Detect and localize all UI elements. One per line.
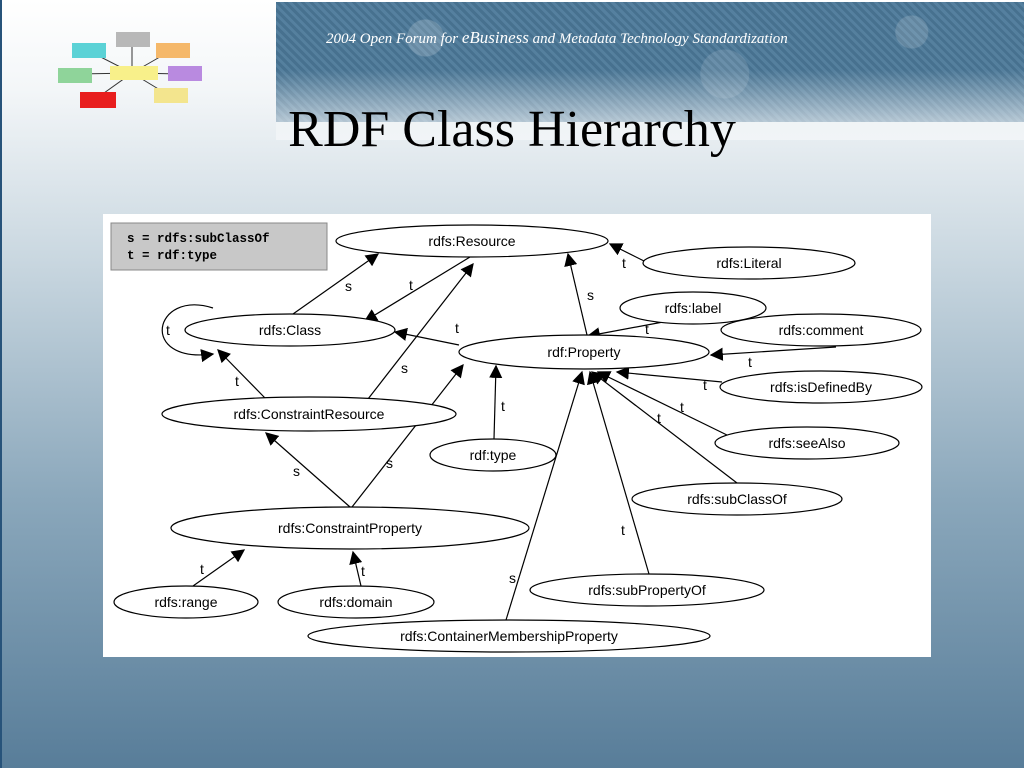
conference-subtitle: 2004 Open Forum for eBusiness and Metada… <box>326 28 966 48</box>
edge-range-to-constraintproperty <box>192 549 246 587</box>
edge-label-property-to-resource: s <box>587 287 594 303</box>
edge-label-comment-to-property: t <box>748 354 752 370</box>
edge-constraintproperty-to-constraintresource <box>265 432 351 508</box>
node-label-containermembershipproperty: rdfs:ContainerMembershipProperty <box>400 628 618 644</box>
edge-comment-to-property <box>709 346 837 361</box>
node-label-comment: rdfs:comment <box>779 322 864 338</box>
legend-line-subclassof: s = rdfs:subClassOf <box>127 232 270 246</box>
edge-literal-to-resource <box>608 243 645 262</box>
edge-containermembershipproperty-to-property <box>505 370 585 621</box>
edge-constraintresource-to-class <box>217 349 266 399</box>
edge-label-class-self-loop: t <box>166 322 170 338</box>
node-constraintproperty <box>170 506 530 550</box>
slide-left-border <box>0 0 2 768</box>
edge-label-domain-to-constraintproperty: t <box>361 563 365 579</box>
edge-label-seealso-to-property: t <box>680 399 684 415</box>
node-label <box>619 291 767 325</box>
slide-title: RDF Class Hierarchy <box>288 101 736 158</box>
node-class <box>184 313 396 347</box>
edge-label-to-property <box>586 321 664 341</box>
subtitle-ebusiness: eBusiness <box>461 28 529 47</box>
edge-label-constraintproperty-to-property: s <box>386 455 393 471</box>
edge-class-to-resource <box>292 253 380 315</box>
edge-label-range-to-constraintproperty: t <box>200 561 204 577</box>
node-type <box>429 438 557 472</box>
node-subclassof <box>631 482 843 516</box>
node-label-range: rdfs:range <box>154 594 217 610</box>
edge-label-containermembershipproperty-to-property: s <box>509 570 516 586</box>
edge-class-self-loop <box>161 304 215 363</box>
edge-subpropertyof-to-property <box>586 370 650 575</box>
network-logo-icon <box>58 32 202 108</box>
node-comment <box>720 313 922 347</box>
node-isdefinedby <box>719 370 923 404</box>
legend-line-type: t = rdf:type <box>127 249 217 263</box>
edge-label-constraintresource-to-class: t <box>235 373 239 389</box>
node-range <box>113 585 259 619</box>
edge-label-type-to-property: t <box>501 398 505 414</box>
header-fade <box>276 70 1024 140</box>
node-label-subclassof: rdfs:subClassOf <box>687 491 787 507</box>
edge-constraintresource-to-resource <box>367 262 474 400</box>
edge-label-label-to-property: t <box>645 321 649 337</box>
edge-label-isdefinedby-to-property: t <box>703 377 707 393</box>
node-resource <box>335 224 609 258</box>
edge-domain-to-constraintproperty <box>349 550 363 587</box>
node-label-seealso: rdfs:seeAlso <box>768 435 845 451</box>
rdf-class-hierarchy-diagram: s = rdfs:subClassOf t = rdf:type t s t t s t t… <box>110 222 923 653</box>
node-domain <box>277 585 435 619</box>
node-property <box>458 334 710 370</box>
edge-property-to-class <box>393 327 460 346</box>
node-label-constraintresource: rdfs:ConstraintResource <box>234 406 385 422</box>
edge-label-subpropertyof-to-property: t <box>621 522 625 538</box>
node-seealso <box>714 426 900 460</box>
node-label-isdefinedby: rdfs:isDefinedBy <box>770 379 872 395</box>
edge-property-to-resource <box>564 252 588 336</box>
edge-type-to-property <box>489 364 503 440</box>
node-label-type: rdf:type <box>470 447 517 463</box>
edge-subclassof-to-property <box>590 371 738 484</box>
rdf-diagram-panel: s = rdfs:subClassOf t = rdf:type t s t t s t t… <box>103 214 931 657</box>
edge-label-resource-to-class: t <box>409 277 413 293</box>
node-label-constraintproperty: rdfs:ConstraintProperty <box>278 520 422 536</box>
node-label-property: rdf:Property <box>547 344 620 360</box>
node-label-literal: rdfs:Literal <box>716 255 781 271</box>
edge-label-literal-to-resource: t <box>622 255 626 271</box>
edge-label-property-to-class: t <box>455 320 459 336</box>
subtitle-prefix: 2004 Open Forum for <box>326 31 462 47</box>
edge-label-constraintproperty-to-constraintresource: s <box>293 463 300 479</box>
edge-isdefinedby-to-property <box>615 366 723 383</box>
legend-box: s = rdfs:subClassOf t = rdf:type <box>110 222 328 271</box>
node-constraintresource <box>161 396 457 432</box>
edge-constraintproperty-to-property <box>351 363 464 508</box>
node-containermembershipproperty <box>307 619 711 653</box>
node-literal <box>642 246 856 280</box>
subtitle-suffix: and Metadata Technology Standardization <box>528 31 788 47</box>
edge-resource-to-class <box>363 256 471 322</box>
edge-label-class-to-resource: s <box>345 278 352 294</box>
node-label-domain: rdfs:domain <box>319 594 392 610</box>
node-label-resource: rdfs:Resource <box>428 233 515 249</box>
node-subpropertyof <box>529 573 765 607</box>
edge-seealso-to-property <box>596 371 730 437</box>
edge-label-subclassof-to-property: t <box>657 410 661 426</box>
node-label-label: rdfs:label <box>665 300 722 316</box>
edge-label-constraintresource-to-resource: s <box>401 360 408 376</box>
node-label-class: rdfs:Class <box>259 322 321 338</box>
node-label-subpropertyof: rdfs:subPropertyOf <box>588 582 706 598</box>
